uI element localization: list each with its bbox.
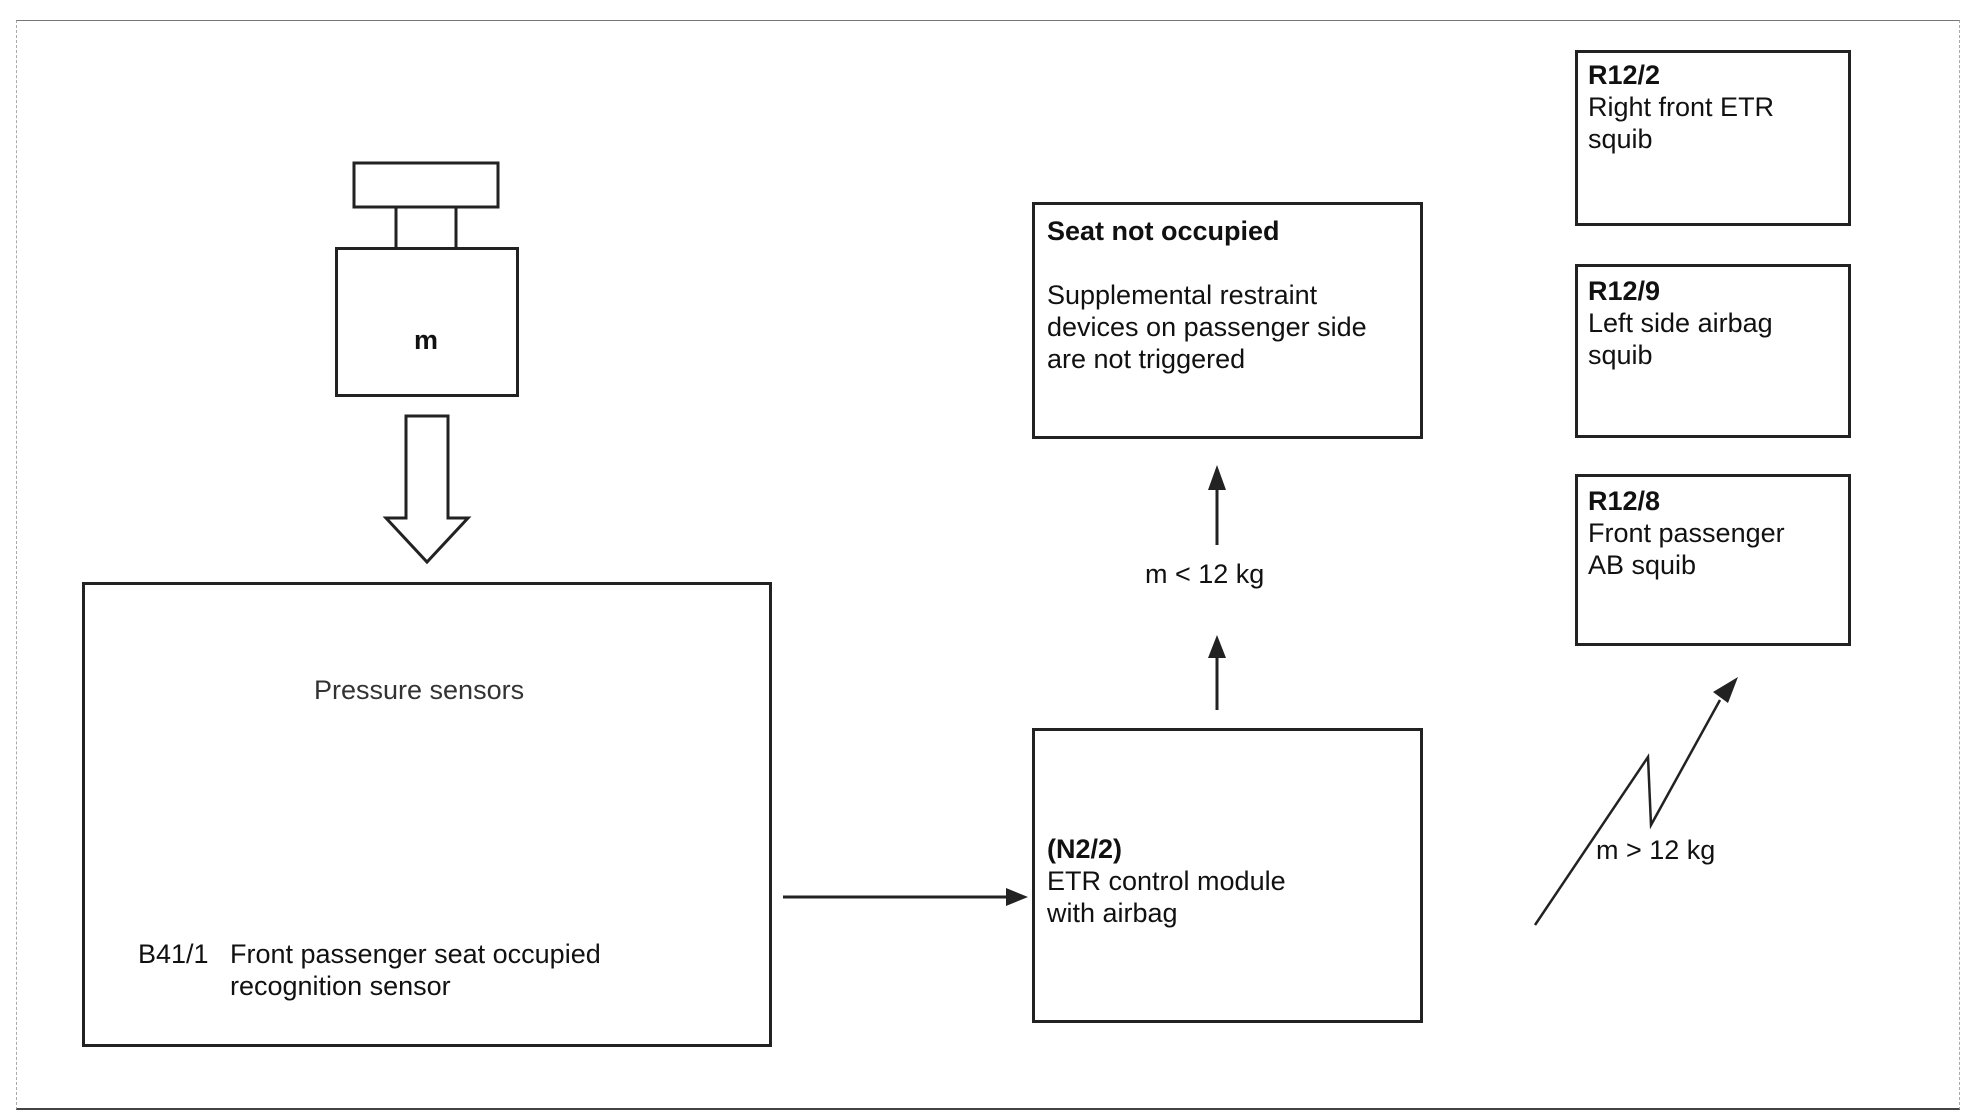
pressure-sensors-label: Pressure sensors [314, 675, 525, 705]
threshold-high-label: m > 12 kg [1596, 835, 1716, 865]
weight-block: m [335, 247, 519, 397]
seat-not-occupied-box: Seat not occupied Supplemental restraint… [1032, 202, 1423, 439]
seat-occupied-sensor-box [82, 582, 772, 1047]
sensor-code: B41/1 [138, 939, 209, 969]
lightning-arrow [1533, 699, 1722, 926]
squib-line2: squib [1588, 124, 1653, 154]
lightning-arrowhead [1713, 677, 1738, 703]
squib-code: R12/8 [1588, 486, 1661, 516]
squib-line1: Right front ETR [1588, 92, 1775, 122]
control-module-line2: with airbag [1047, 898, 1178, 928]
sensor-name-line2: recognition sensor [230, 971, 451, 1001]
control-module-line1: ETR control module [1047, 866, 1286, 896]
weight-top-plate [352, 161, 500, 209]
squib-line1: Front passenger [1588, 518, 1785, 548]
squib-line1: Left side airbag [1588, 308, 1773, 338]
not-occupied-line3: are not triggered [1047, 344, 1246, 374]
not-occupied-line1: Supplemental restraint [1047, 280, 1318, 310]
squib-box-left-side-airbag: R12/9 Left side airbag squib [1575, 264, 1851, 438]
etr-control-module-box: (N2/2) ETR control module with airbag [1032, 728, 1423, 1023]
sensor-to-module-arrowhead [1006, 888, 1028, 906]
squib-line2: squib [1588, 340, 1653, 370]
squib-code: R12/2 [1588, 60, 1661, 90]
not-occupied-line2: devices on passenger side [1047, 312, 1367, 342]
squib-code: R12/9 [1588, 276, 1661, 306]
diagram-frame [16, 20, 1960, 1110]
threshold-low-label: m < 12 kg [1145, 559, 1265, 589]
squib-box-right-front-etr: R12/2 Right front ETR squib [1575, 50, 1851, 226]
squib-box-front-passenger-ab: R12/8 Front passenger AB squib [1575, 474, 1851, 646]
squib-line2: AB squib [1588, 550, 1697, 580]
sensor-name-line1: Front passenger seat occupied [230, 939, 601, 969]
force-down-arrow [382, 414, 472, 565]
module-up-arrowhead-upper [1208, 465, 1226, 490]
module-up-arrowhead-lower [1208, 635, 1226, 658]
control-module-code: (N2/2) [1047, 834, 1123, 864]
not-occupied-title: Seat not occupied [1047, 216, 1280, 246]
weight-label: m [414, 325, 439, 355]
